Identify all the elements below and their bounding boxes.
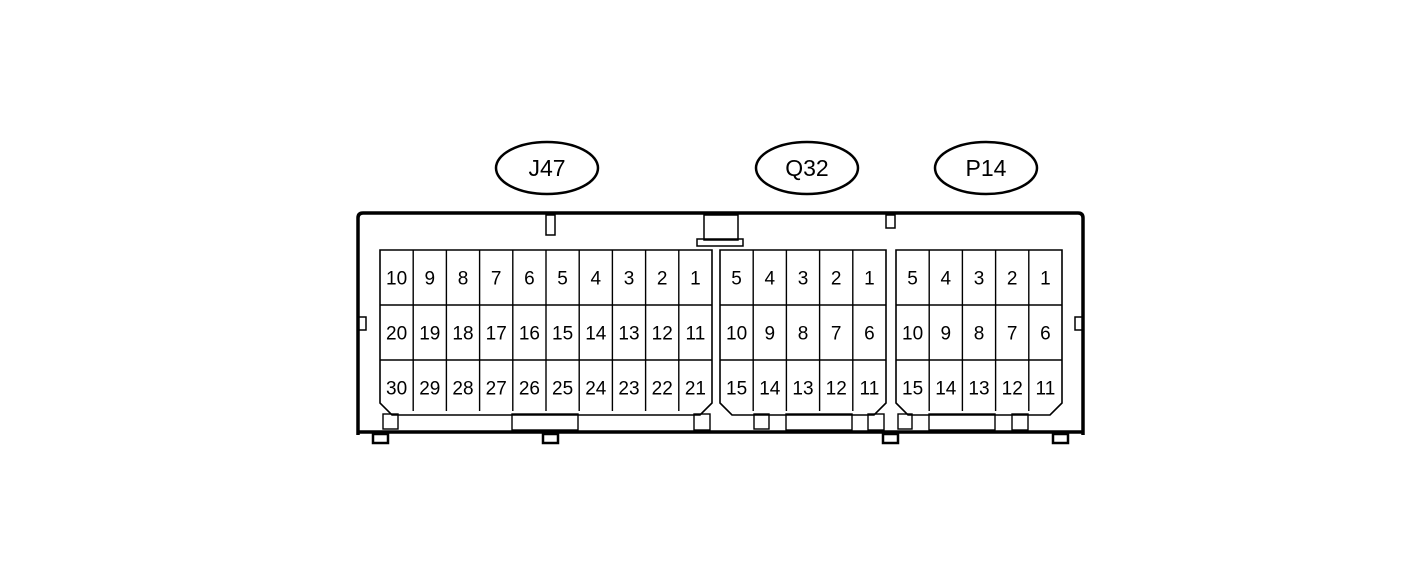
- pin-number: 20: [386, 324, 407, 345]
- pin-number: 15: [552, 324, 573, 345]
- pin-number: 8: [458, 269, 469, 290]
- pin-number: 1: [1040, 269, 1051, 290]
- pin-number: 12: [1002, 379, 1023, 400]
- connector-label: J47: [528, 155, 565, 181]
- pin-number: 10: [726, 324, 747, 345]
- pin-number: 2: [831, 269, 842, 290]
- pin-number: 28: [452, 379, 473, 400]
- connector-label-oval: [933, 140, 1039, 196]
- pin-number: 26: [519, 379, 540, 400]
- lock-key: [897, 413, 913, 430]
- cavity-block: [379, 249, 713, 416]
- pin-number: 23: [618, 379, 639, 400]
- pin-number: 27: [486, 379, 507, 400]
- connector-label: P14: [966, 155, 1007, 181]
- pin-number: 2: [657, 269, 668, 290]
- cavity-block: [719, 249, 887, 416]
- pin-number: 12: [652, 324, 673, 345]
- pin-number: 13: [618, 324, 639, 345]
- pin-number: 3: [974, 269, 985, 290]
- pin-number: 5: [557, 269, 568, 290]
- pin-number: 1: [690, 269, 701, 290]
- connector-q32: Q32 5 4 3 2 1 10 9 8 7 6 15 14 13 12 11: [719, 140, 887, 431]
- connector-p14: P14 5 4 3 2 1 10 9 8 7 6 15 14 13 12 11: [895, 140, 1063, 431]
- pin-number: 13: [968, 379, 989, 400]
- lock-key: [785, 413, 853, 431]
- lock-key: [1011, 413, 1029, 431]
- pin-number: 7: [831, 324, 842, 345]
- pin-number: 13: [792, 379, 813, 400]
- pin-number: 16: [519, 324, 540, 345]
- pin-number: 12: [826, 379, 847, 400]
- pin-number: 9: [941, 324, 952, 345]
- pin-number: 1: [864, 269, 875, 290]
- pin-number: 10: [386, 269, 407, 290]
- lock-key: [753, 413, 770, 430]
- lock-key: [382, 413, 399, 430]
- pin-number: 7: [491, 269, 502, 290]
- pin-number: 25: [552, 379, 573, 400]
- pin-number: 8: [798, 324, 809, 345]
- pin-number: 30: [386, 379, 407, 400]
- lock-key: [928, 413, 996, 431]
- lock-key: [867, 413, 885, 431]
- pin-number: 2: [1007, 269, 1018, 290]
- connector-label: Q32: [785, 155, 828, 181]
- pin-number: 22: [652, 379, 673, 400]
- pin-number: 14: [585, 324, 607, 345]
- lock-key: [693, 413, 711, 431]
- pin-number: 6: [864, 324, 875, 345]
- pin-number: 4: [591, 269, 602, 290]
- pin-number: 7: [1007, 324, 1018, 345]
- cavity-block: [895, 249, 1063, 416]
- pin-number: 10: [902, 324, 923, 345]
- pin-number: 5: [907, 269, 918, 290]
- connector-label-oval: [754, 140, 860, 196]
- pin-number: 15: [726, 379, 747, 400]
- pin-number: 9: [425, 269, 436, 290]
- pin-number: 4: [941, 269, 952, 290]
- pin-number: 14: [935, 379, 957, 400]
- pin-number: 9: [765, 324, 776, 345]
- pin-number: 14: [759, 379, 781, 400]
- pin-number: 15: [902, 379, 923, 400]
- pin-number: 11: [1036, 379, 1056, 400]
- pin-number: 5: [731, 269, 742, 290]
- pin-number: 18: [452, 324, 473, 345]
- pin-number: 17: [486, 324, 507, 345]
- connector-label-oval: [494, 140, 600, 196]
- pin-number: 8: [974, 324, 985, 345]
- pin-number: 24: [585, 379, 607, 400]
- pin-number: 3: [798, 269, 809, 290]
- pin-number: 29: [419, 379, 440, 400]
- pin-number: 4: [765, 269, 776, 290]
- pin-number: 6: [524, 269, 535, 290]
- pin-number: 19: [419, 324, 440, 345]
- pin-number: 11: [686, 324, 706, 345]
- lock-key: [511, 413, 579, 431]
- pin-number: 3: [624, 269, 635, 290]
- connector-housing: [356, 211, 1085, 445]
- pin-number: 21: [685, 379, 706, 400]
- pin-number: 11: [860, 379, 880, 400]
- pin-number: 6: [1040, 324, 1051, 345]
